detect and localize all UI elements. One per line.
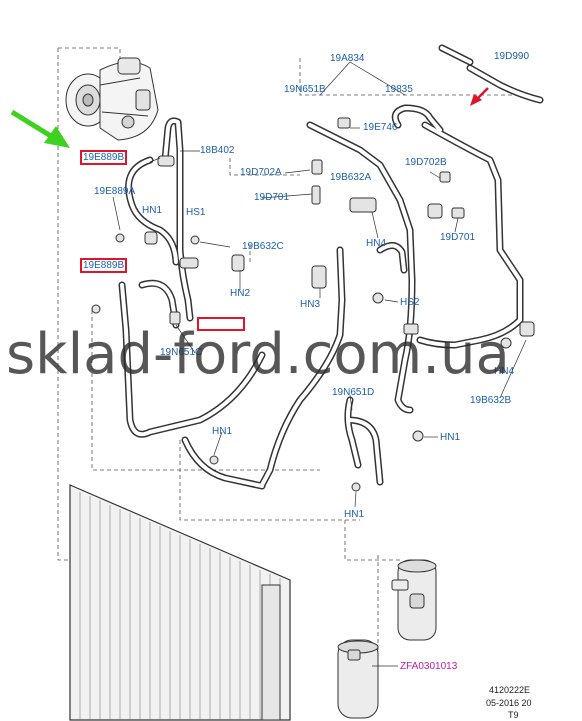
label-hn1-bottom: HN1 [344, 509, 365, 520]
label-19b632b: 19B632B [470, 395, 512, 406]
label-19e746: 19E746 [363, 122, 398, 133]
label-19n651b: 19N651B [284, 84, 326, 95]
label-hn1-right: HN1 [440, 432, 461, 443]
label-19a834: 19A834 [330, 53, 365, 64]
leader-lines [112, 61, 527, 667]
label-19d702a: 19D702A [240, 167, 282, 178]
label-hn4-right: HN4 [494, 366, 515, 377]
label-19d701-right: 19D701 [440, 232, 476, 243]
label-19n651c: 19N651C [160, 347, 203, 358]
highlighted-callout-box [197, 317, 245, 331]
label-19e889b-highlighted-mid: 19E889B [80, 258, 128, 273]
red-pointer-arrow [470, 87, 489, 106]
green-pointer-arrow [10, 109, 70, 148]
label-19n651d: 19N651D [332, 387, 375, 398]
label-19e889a: 19E889A [94, 186, 136, 197]
label-hn1-lower-left: HN1 [212, 426, 233, 437]
label-hs1: HS1 [186, 207, 206, 218]
label-18b402: 18B402 [200, 145, 235, 156]
label-19835: 19835 [385, 84, 413, 95]
label-hn3: HN3 [300, 299, 321, 310]
label-hs2: HS2 [400, 297, 420, 308]
label-hn2: HN2 [230, 288, 251, 299]
compressor-illustration [65, 57, 159, 141]
watermark-text: sklad-ford.com.ua [6, 322, 510, 387]
label-zfa0301013: ZFA0301013 [400, 661, 458, 672]
label-19b632c: 19B632C [242, 241, 284, 252]
label-19b632a: 19B632A [330, 172, 372, 183]
label-19e889b-highlighted-top: 19E889B [80, 150, 128, 165]
hose-lines [118, 44, 544, 490]
label-19d701-left: 19D701 [254, 192, 290, 203]
footer-date: 05-2016 20 [486, 698, 532, 708]
footer-diagram-code: 4120222E [489, 685, 531, 695]
receiver-drier-illustration [337, 559, 437, 719]
label-hn1-upper-left: HN1 [142, 205, 163, 216]
footer-variant: T9 [508, 710, 519, 720]
label-hn4-center: HN4 [366, 238, 387, 249]
condenser-illustration [69, 484, 291, 721]
label-19d702b: 19D702B [405, 157, 447, 168]
label-19d990: 19D990 [494, 51, 530, 62]
fittings [91, 117, 535, 492]
